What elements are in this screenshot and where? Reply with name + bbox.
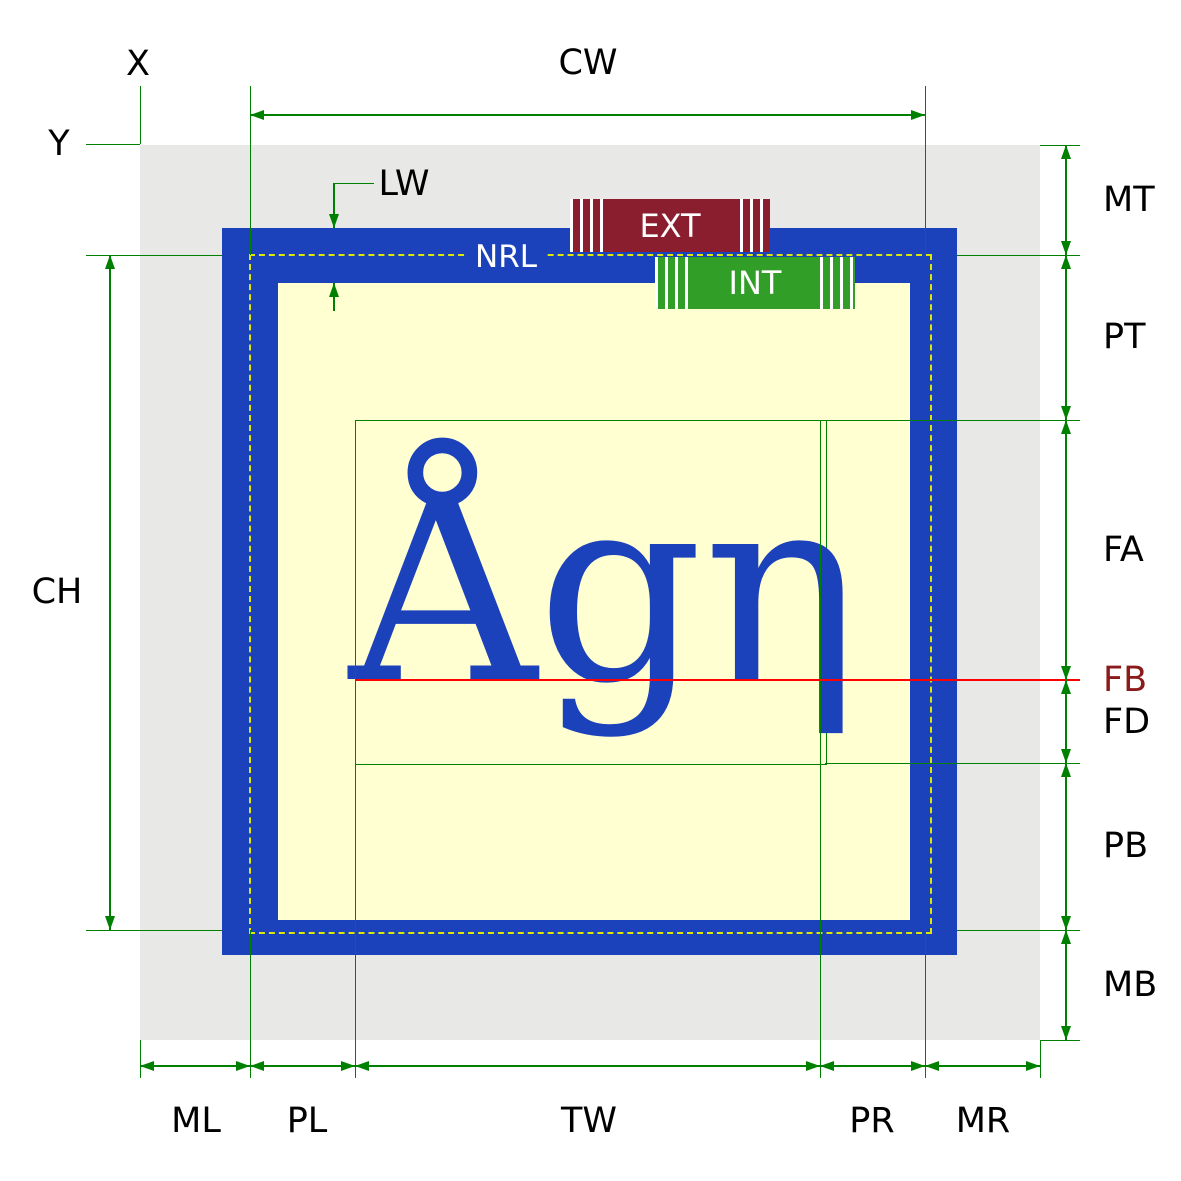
fa-dimension [1061, 420, 1071, 680]
guide-line [957, 255, 1080, 256]
guide-line [86, 144, 140, 145]
guide-line [140, 1040, 141, 1078]
nrl-dashed-rect [249, 254, 932, 934]
pt-dimension [1061, 255, 1071, 420]
label-fb: FB [1103, 660, 1148, 700]
tw-dimension [355, 1061, 820, 1071]
guide-line [250, 930, 251, 1078]
content-box [278, 283, 910, 920]
int-hatch-left [655, 257, 690, 309]
mb-dimension [1061, 930, 1071, 1040]
int-box: INT [655, 257, 855, 309]
pb-dimension [1061, 763, 1071, 930]
label-fa: FA [1103, 530, 1144, 570]
baseline-line [355, 679, 1080, 681]
label-mr: MR [955, 1101, 1011, 1141]
label-ch: CH [31, 572, 83, 612]
guide-line [1040, 145, 1080, 146]
label-x: X [126, 44, 150, 84]
mr-dimension [925, 1061, 1040, 1071]
ch-dimension [105, 255, 115, 930]
guide-line [820, 420, 821, 1078]
mt-dimension [1061, 145, 1071, 255]
ext-label: EXT [639, 206, 701, 245]
label-ml: ML [171, 1101, 221, 1141]
guide-line [925, 86, 926, 255]
label-pt: PT [1103, 317, 1146, 357]
label-mt: MT [1103, 180, 1155, 220]
label-pr: PR [849, 1101, 895, 1141]
cw-dimension [250, 110, 925, 120]
guide-line [1040, 1040, 1080, 1041]
glyph-sample: Ågη [349, 439, 859, 741]
guide-line [86, 930, 222, 931]
label-y: Y [48, 124, 70, 164]
lw-arrow-down [329, 183, 339, 228]
label-pb: PB [1103, 826, 1149, 866]
guide-line [250, 86, 251, 255]
guide-line [925, 930, 926, 1078]
label-cw: CW [558, 43, 618, 83]
pl-dimension [250, 1061, 355, 1071]
lw-arrow-up [329, 283, 339, 311]
guide-line [334, 183, 374, 184]
pr-dimension [820, 1061, 925, 1071]
ml-dimension [140, 1061, 250, 1071]
guide-line [825, 420, 1080, 421]
label-lw: LW [378, 164, 430, 204]
label-tw: TW [561, 1101, 617, 1141]
guide-line [140, 86, 141, 144]
ext-hatch-left [570, 199, 606, 252]
ext-box: EXT [570, 199, 770, 252]
label-mb: MB [1103, 965, 1158, 1005]
label-fd: FD [1103, 702, 1151, 742]
label-pl: PL [286, 1101, 328, 1141]
int-hatch-right [820, 257, 855, 309]
int-label: INT [728, 264, 782, 302]
fd-dimension [1061, 680, 1071, 763]
ext-hatch-right [740, 199, 770, 252]
guide-line [86, 255, 222, 256]
nrl-label: NRL [468, 238, 544, 276]
guide-line [825, 763, 1080, 764]
guide-line [957, 930, 1080, 931]
guide-line [355, 420, 356, 1078]
guide-line [1040, 1040, 1041, 1078]
